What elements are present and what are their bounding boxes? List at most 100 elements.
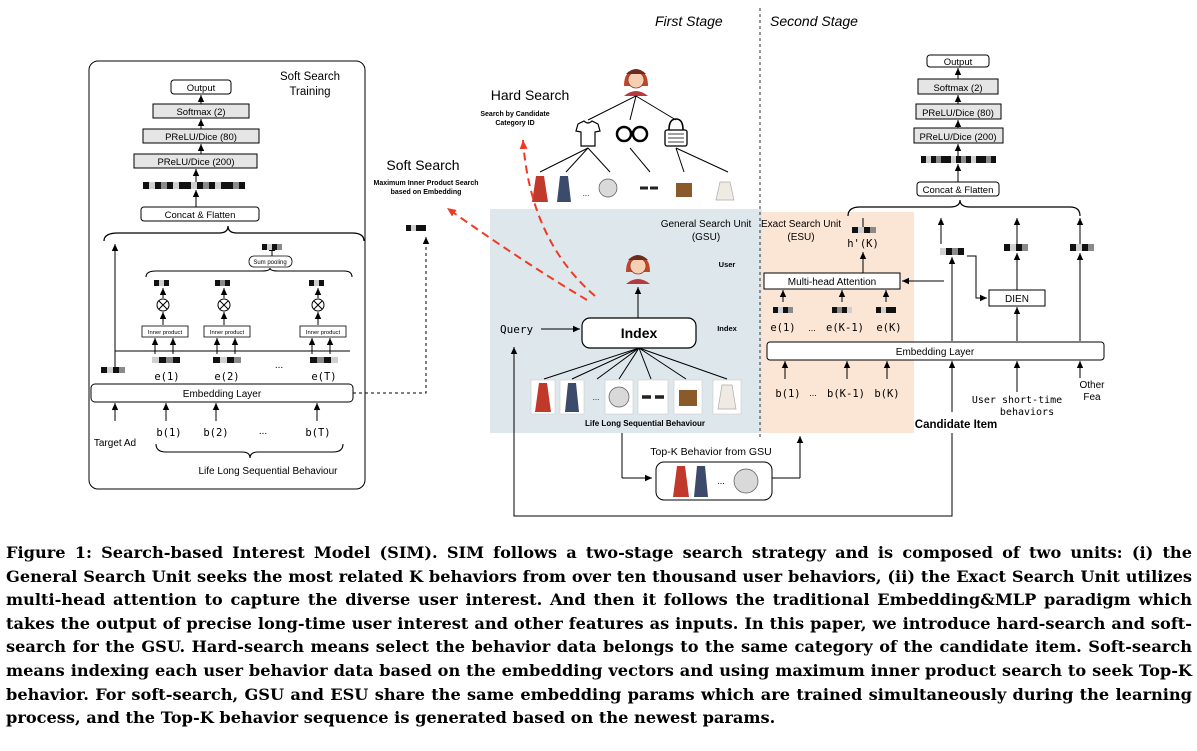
index-fanout-lines [543,347,728,380]
second-softmax-box [917,78,999,95]
esu-background [762,212,914,433]
esu-title-2: (ESU) [787,232,814,243]
red-arrow-to-soft-search [446,207,588,301]
second-stage-label: Second Stage [770,13,858,29]
second-concat-box [916,181,1000,197]
hk-label: h'(K) [847,238,879,250]
second-concat-label: Concat & Flatten [923,185,994,196]
esu-input-embeddings [773,307,896,313]
behavior-embedding-2 [213,357,241,363]
lifelong-brace [155,443,344,459]
gsu-lifelong-label: Life Long Sequential Behaviour [585,419,705,428]
esu-ellipsis-b: ... [809,388,817,398]
other-fea-embedding [1070,244,1094,251]
hard-search-sub-1: Search by Candidate [480,111,549,118]
second-mlp-embedding [921,156,996,163]
other-fea-label-2: Fea [1083,392,1101,403]
softmax-label: Softmax (2) [176,107,225,118]
prelu-200-box [133,153,258,169]
pooled-embedding [262,244,282,250]
gsu-title: General Search Unit [661,219,752,230]
lifelong-label: Life Long Sequential Behaviour [199,466,339,477]
b2-label: b(2) [203,427,228,439]
shirt-icon [575,120,601,147]
figure-caption: Figure 1: Search-based Interest Model (S… [6,543,1192,728]
inner-product-label-2: Inner product [210,330,245,336]
second-embedding-layer-label: Embedding Layer [896,347,975,358]
embedding-layer-label: Embedding Layer [183,389,262,400]
eT-label: e(T) [311,371,336,383]
gsu-title-2: (GSU) [692,232,720,243]
topk-ellipsis: ... [717,476,725,486]
handbag-icon [664,118,688,147]
hard-search-user-avatar [624,69,648,96]
red-arrow-to-hard-search [519,139,596,297]
soft-training-panel [88,60,366,490]
dien-label: DIEN [1005,294,1029,305]
mha-label: Multi-head Attention [788,277,876,288]
target-ad-label: Target Ad [94,438,136,449]
ellipsis: ... [275,360,283,371]
e1-label: e(1) [154,371,179,383]
esu-e1-label: e(1) [770,322,795,334]
esu-output-embedding [852,227,876,233]
product-column-1 [141,280,189,354]
soft-search-title: Soft Search [386,157,459,173]
soft-search-embedding [406,225,426,231]
topk-items [673,466,759,497]
gsu-behavior-items [530,379,742,415]
other-fea-label: Other [1079,380,1105,391]
concat-flatten-box [140,206,260,222]
esu-eK-label: e(K) [876,322,901,334]
second-prelu-200-label: PReLU/Dice (200) [919,132,996,143]
sim-architecture-diagram: First Stage Second Stage Soft Search Tra… [88,8,1105,517]
index-box-label: Index [621,325,658,341]
category-tree-lines [539,95,729,173]
second-prelu-80-box [915,103,1002,120]
sunglasses-icon [615,125,649,143]
concat-brace [103,225,365,242]
esu-title: Exact Search Unit [761,219,841,230]
inner-product-label-1: Inner product [148,330,183,336]
soft-training-mlp-embedding [143,182,245,189]
esu-b1-label: b(1) [775,388,800,400]
gsu-user-label: User [719,260,736,269]
second-softmax-label: Softmax (2) [933,83,982,94]
target-ad-embedding [101,367,125,373]
second-output-label: Output [944,57,973,68]
product-column-2 [203,280,251,354]
e2-label: e(2) [214,371,239,383]
pooling-brace [145,267,353,278]
user-short-time-label-2: behaviors [1000,407,1054,418]
hard-search-title: Hard Search [491,87,570,103]
bT-label: b(T) [305,427,330,439]
second-embedding-layer-box [766,341,1105,361]
concat-flatten-label: Concat & Flatten [165,210,236,221]
esu-bK1-label: b(K-1) [827,388,865,400]
gsu-ellipsis: ... [593,393,600,402]
prelu-80-label: PReLU/Dice (80) [165,132,237,143]
svg-text:...: ... [583,189,590,198]
soft-search-sub-2: based on Embedding [391,189,462,196]
ellipsis-b: ... [259,426,267,437]
query-label: Query [500,323,533,336]
gsu-user-avatar [626,255,650,284]
esu-bK-label: b(K) [874,388,899,400]
esu-ellipsis: ... [808,323,816,333]
sum-pooling-label: Sum pooling [253,260,286,266]
mha-box [763,272,901,290]
softmax-box [152,103,250,119]
dien-embedding [1004,244,1028,251]
candidate-item-label: Candidate Item [915,419,997,431]
hard-search-sub-2: Category ID [495,120,534,127]
candidate-to-query-loop [510,347,953,517]
gsu-index-side-label: Index [717,324,737,333]
b1-label: b(1) [156,427,181,439]
second-prelu-200-box [913,127,1004,144]
soft-training-title: Soft Search [280,71,340,83]
user-short-time-label: User short-time [972,395,1062,406]
esu-eK1-label: e(K-1) [826,322,864,334]
soft-search-sub-1: Maximum Inner Product Search [373,180,478,187]
product-column-t [299,280,347,354]
second-concat-brace [847,199,1081,217]
